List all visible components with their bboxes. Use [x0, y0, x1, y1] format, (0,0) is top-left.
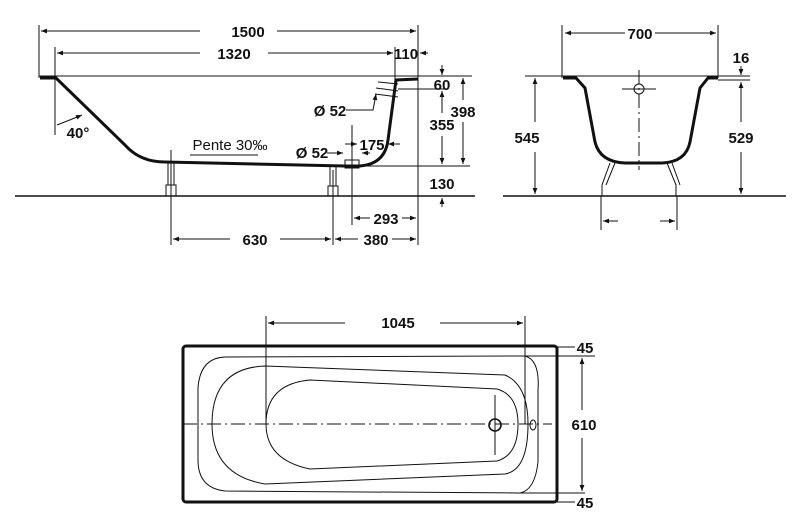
dim-leg-spacing: 630 — [242, 232, 267, 249]
leg-left — [165, 150, 177, 245]
dim-overall-height: 545 — [514, 130, 539, 147]
overflow-diameter-label: Ø 52 — [314, 103, 347, 120]
dim-overflow-height: 60 — [434, 77, 451, 94]
basin-outer-outline — [211, 365, 529, 485]
leg-right — [327, 165, 339, 245]
dim-margin-bottom: 45 — [577, 495, 594, 512]
dim-margin-top: 45 — [577, 340, 594, 357]
front-legs — [600, 162, 681, 230]
top-view: 1045 45 610 45 — [181, 315, 597, 512]
side-view: 1500 1320 110 40° Pente 30‰ Ø 52 Ø 52 17… — [15, 24, 476, 249]
dim-rim-thickness: 16 — [733, 50, 750, 67]
dim-inner-length: 1045 — [381, 315, 414, 332]
dim-floor-clearance: 130 — [429, 176, 454, 193]
dim-inner-width: 610 — [571, 417, 596, 434]
overflow-ellipse — [529, 419, 537, 431]
dim-overall-length: 1500 — [231, 24, 264, 41]
dim-drain-offset: 175 — [359, 137, 384, 154]
dim-inner-length: 1320 — [217, 46, 250, 63]
dim-height-to-rim: 529 — [728, 130, 753, 147]
basin-floor-outline — [265, 379, 519, 470]
dim-depth: 355 — [429, 117, 454, 134]
dim-rim-right: 110 — [394, 46, 418, 63]
dim-width: 700 — [627, 26, 652, 43]
overflow-symbol — [374, 81, 399, 98]
drain-diameter-label: Ø 52 — [296, 145, 329, 162]
dim-drain-to-end: 293 — [373, 211, 398, 228]
dim-leg-to-end: 380 — [363, 232, 388, 249]
angle-label: 40° — [67, 125, 90, 142]
tub-cross-section — [563, 76, 718, 165]
dim-total-depth: 398 — [450, 104, 475, 121]
front-view: 700 16 545 529 — [503, 25, 786, 230]
slope-label: Pente 30‰ — [192, 137, 267, 154]
